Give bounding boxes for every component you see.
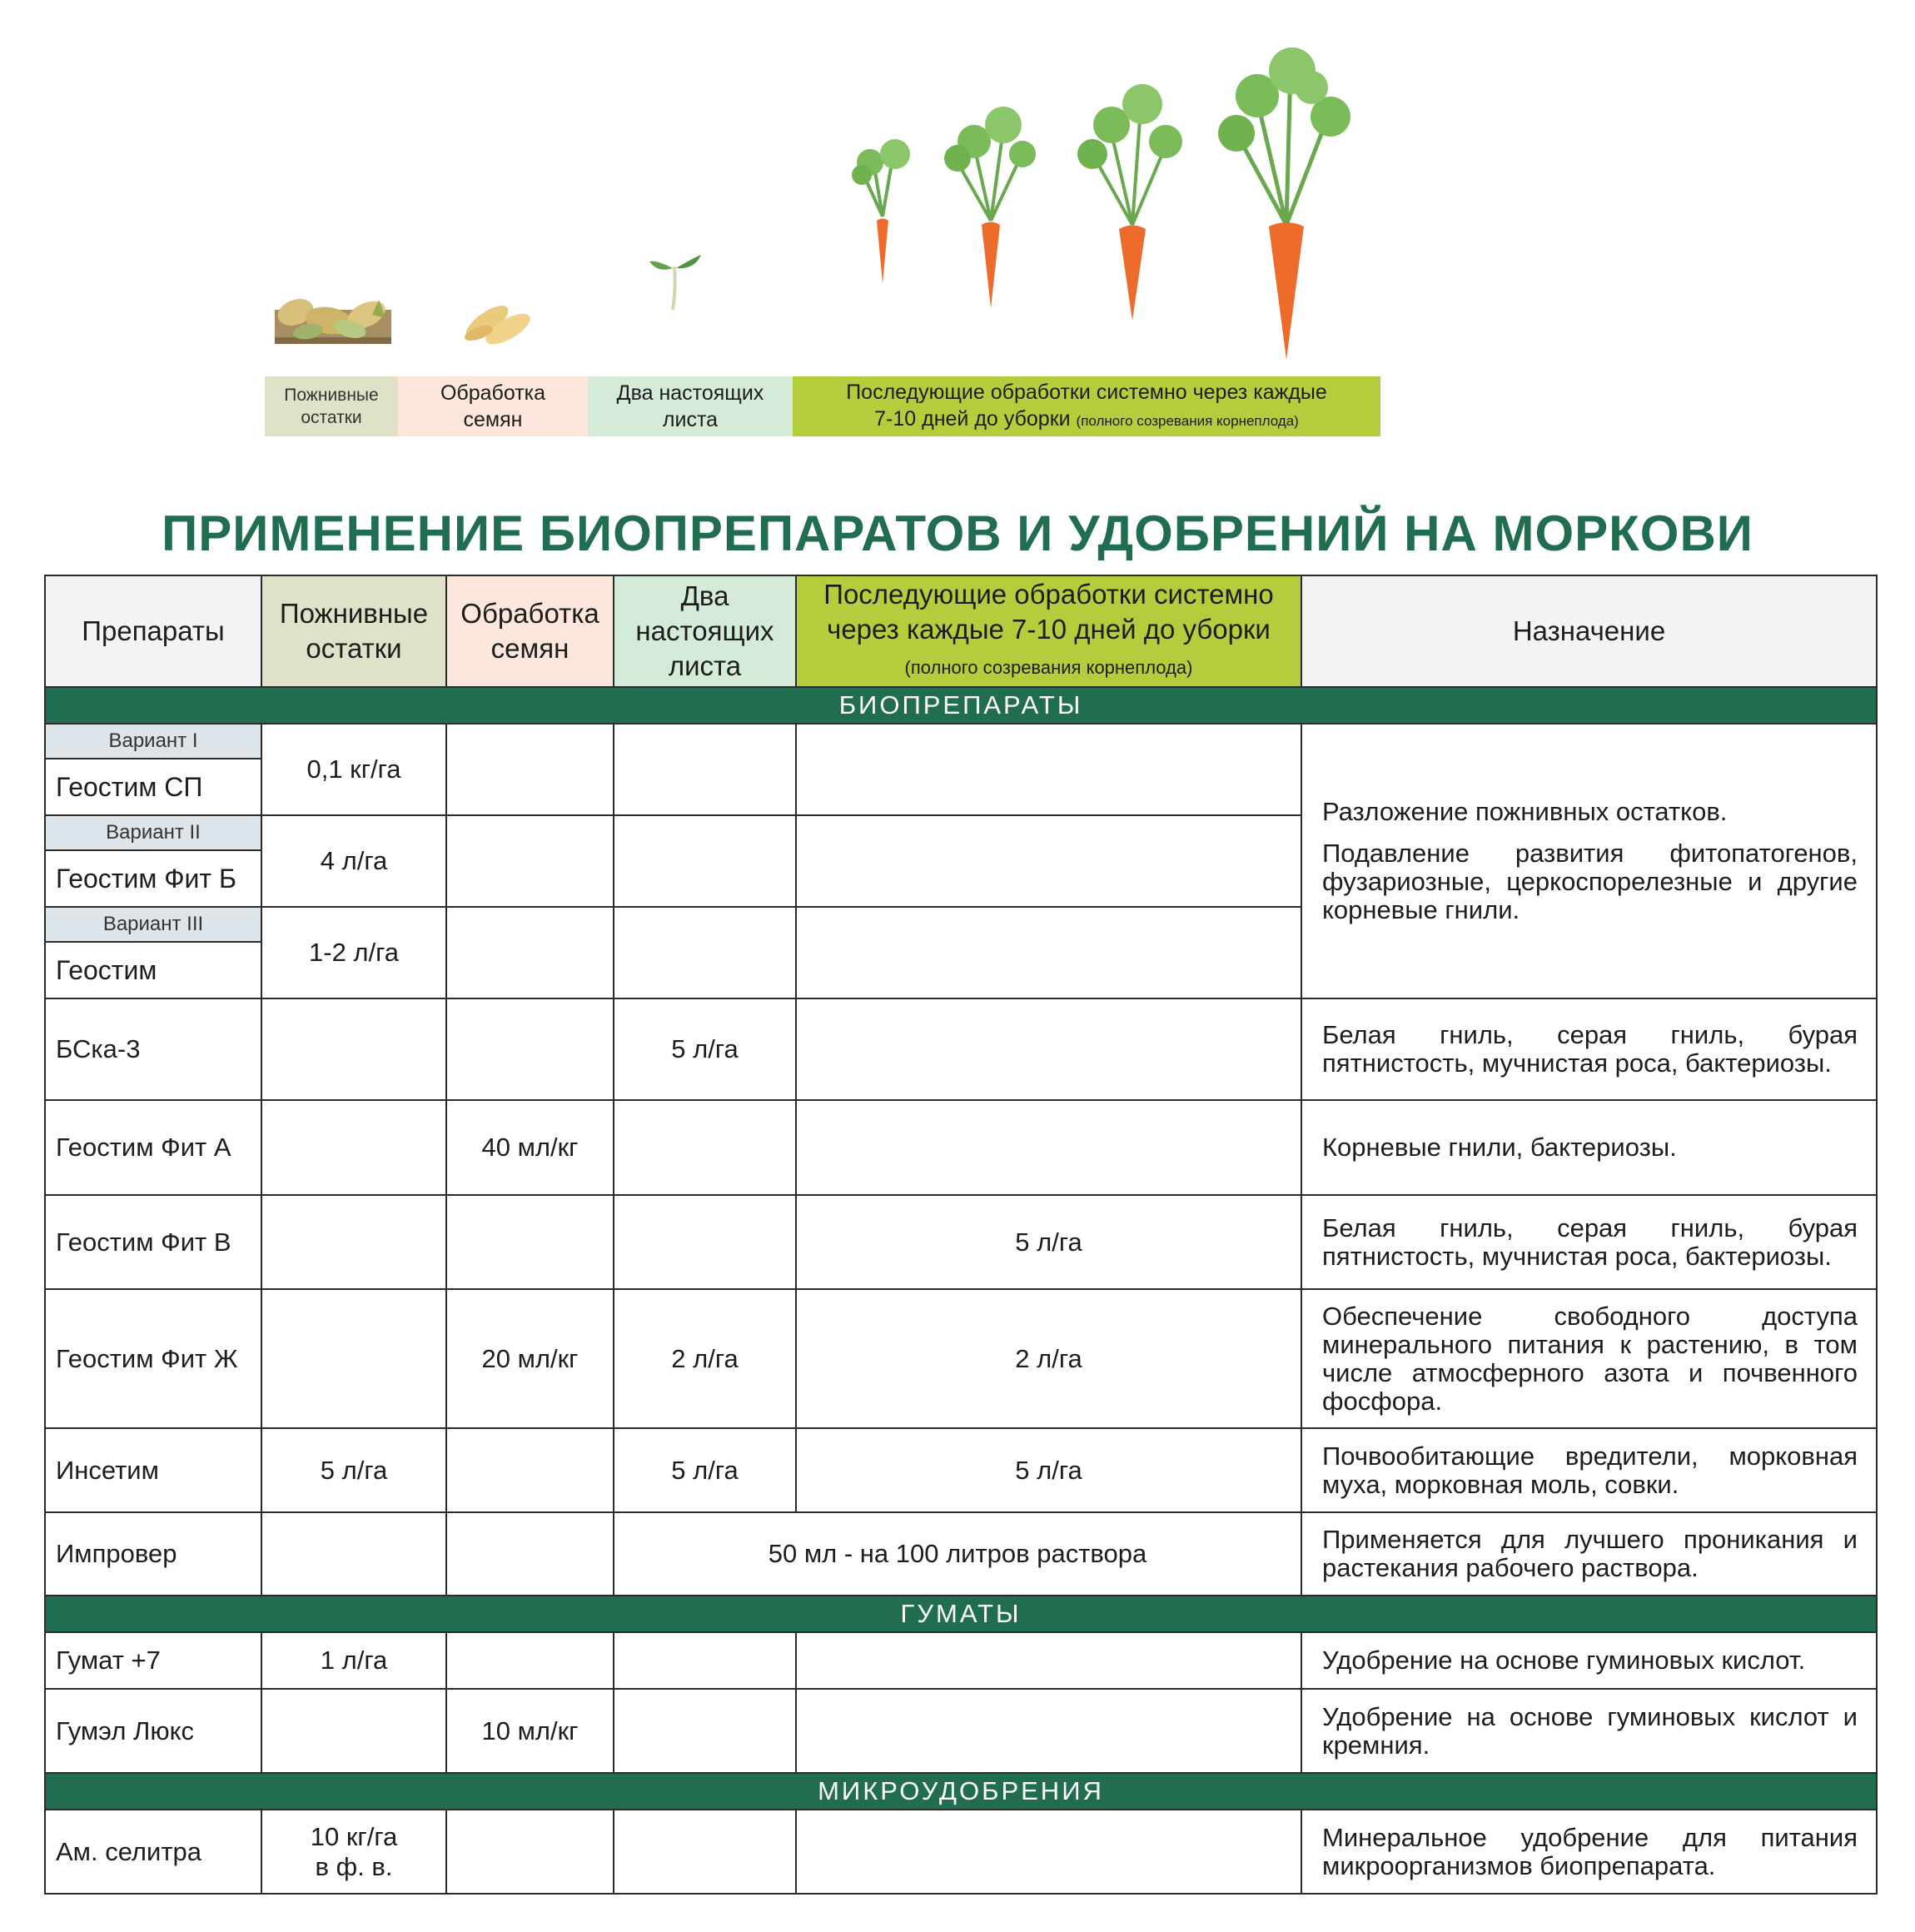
preparation-name: Геостим Фит Ж [44, 1288, 262, 1429]
preparation-name: Геостим Фит А [44, 1099, 262, 1196]
section-label: ГУМАТЫ [44, 1595, 1878, 1633]
purpose-text: Почвообитающие вредители, морковная муха… [1301, 1427, 1878, 1513]
stage34-value: 50 мл - на 100 литров раствора [613, 1511, 1302, 1596]
header-purpose: Назначение [1301, 575, 1878, 688]
stage-bar-subsequent-treatments: Последующие обработки системно через каж… [793, 376, 1380, 436]
table-row: Геостим Фит Ж 20 мл/кг 2 л/га 2 л/га Обе… [44, 1288, 1878, 1429]
purpose-text: Белая гниль, серая гниль, бурая пятнисто… [1301, 1194, 1878, 1290]
section-label: БИОПРЕПАРАТЫ [44, 686, 1878, 724]
table-row: Вариант III Геостим 1-2 л/га [44, 906, 1877, 999]
preparation-name: Геостим Фит В [44, 1194, 262, 1290]
carrot-large-icon [1077, 84, 1182, 321]
carrot-medium-icon [944, 107, 1036, 308]
stage4-value: 5 л/га [795, 1427, 1302, 1513]
variant-cell: Вариант II Геостим Фит Б [44, 814, 262, 908]
preparation-name: Ам. селитра [44, 1809, 262, 1895]
preparation-name: Геостим [56, 955, 157, 985]
sprout-icon [649, 255, 701, 311]
table-row: Гумат +7 1 л/га Удобрение на основе гуми… [44, 1631, 1878, 1690]
stage3-value: 2 л/га [613, 1288, 797, 1429]
section-label: МИКРОУДОБРЕНИЯ [44, 1772, 1878, 1810]
stage1-value: 4 л/га [261, 814, 447, 908]
carrot-mature-icon [1218, 47, 1350, 360]
page-title: ПРИМЕНЕНИЕ БИОПРЕПАРАТОВ И УДОБРЕНИЙ НА … [162, 505, 1753, 561]
preparation-name: БСка-3 [44, 998, 262, 1101]
section-row-bio: БИОПРЕПАРАТЫ [44, 686, 1878, 724]
purpose-text: Белая гниль, серая гниль, бурая пятнисто… [1301, 998, 1878, 1101]
stage2-value: 10 мл/кг [445, 1688, 614, 1774]
seeds-icon [464, 306, 530, 345]
purpose-text: Обеспечение свободного доступа минеральн… [1301, 1288, 1878, 1429]
carrot-growth-illustration [275, 47, 1350, 360]
stage2-value: 40 мл/кг [445, 1099, 614, 1196]
section-row-humates: ГУМАТЫ [44, 1595, 1878, 1633]
crop-residue-icon [275, 299, 391, 344]
variant-label: Вариант II [46, 816, 261, 851]
preparation-name: Геостим Фит Б [56, 864, 236, 894]
table-row: Импровер 50 мл - на 100 литров раствора … [44, 1511, 1878, 1596]
table-row: Инсетим 5 л/га 5 л/га 5 л/га Почвообитаю… [44, 1427, 1878, 1513]
stage4-value: 5 л/га [795, 1194, 1302, 1290]
variants-purpose: Разложение пожнивных остатков. Подавлени… [1301, 723, 1878, 999]
section-row-micro: МИКРОУДОБРЕНИЯ [44, 1772, 1878, 1810]
purpose-text: Удобрение на основе гуминовых кислот. [1301, 1631, 1878, 1690]
stage1-value: 5 л/га [261, 1427, 447, 1513]
table-row: Геостим Фит А 40 мл/кг Корневые гнили, б… [44, 1099, 1878, 1196]
preparation-name: Гумат +7 [44, 1631, 262, 1690]
purpose-text: Минеральное удобрение для питания микроо… [1301, 1809, 1878, 1895]
stage2-value: 20 мл/кг [445, 1288, 614, 1429]
purpose-text: Удобрение на основе гуминовых кислот и к… [1301, 1688, 1878, 1774]
preparation-name: Инсетим [44, 1427, 262, 1513]
stage1-value: 1 л/га [261, 1631, 447, 1690]
variant-label: Вариант I [46, 724, 261, 759]
stage3-value: 5 л/га [613, 1427, 797, 1513]
purpose-text: Применяется для лучшего проникания и рас… [1301, 1511, 1878, 1596]
stage3-value: 5 л/га [613, 998, 797, 1101]
table-row: БСка-3 5 л/га Белая гниль, серая гниль, … [44, 998, 1878, 1101]
variant-cell: Вариант I Геостим СП [44, 723, 262, 816]
table-row: Геостим Фит В 5 л/га Белая гниль, серая … [44, 1194, 1878, 1290]
preparation-name: Геостим СП [56, 772, 203, 802]
carrot-small-icon [852, 139, 910, 283]
preparation-name: Гумэл Люкс [44, 1688, 262, 1774]
variant-cell: Вариант III Геостим [44, 906, 262, 999]
stage1-value: 1-2 л/га [261, 906, 447, 999]
stage4-value: 2 л/га [795, 1288, 1302, 1429]
preparation-name: Импровер [44, 1511, 262, 1596]
table-row: Вариант II Геостим Фит Б 4 л/га [44, 814, 1877, 908]
table-row: Гумэл Люкс 10 мл/кг Удобрение на основе … [44, 1688, 1878, 1774]
variant-label: Вариант III [46, 908, 261, 943]
stage1-value: 0,1 кг/га [261, 723, 447, 816]
table-row: Вариант I Геостим СП 0,1 кг/га Разложени… [44, 723, 1878, 999]
header-preparations: Препараты [44, 575, 262, 688]
purpose-text: Корневые гнили, бактериозы. [1301, 1099, 1878, 1196]
